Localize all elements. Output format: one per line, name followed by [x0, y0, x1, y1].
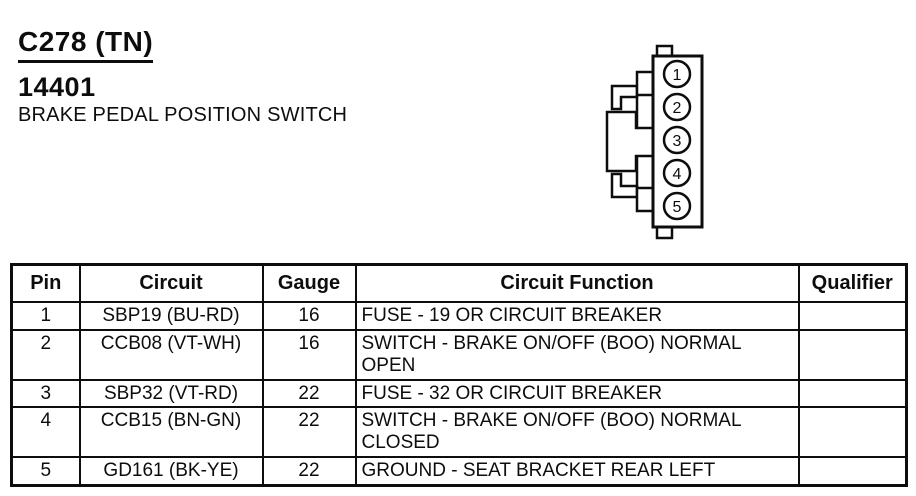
circuit-cell: GD161 (BK-YE): [78, 456, 264, 487]
gauge-cell: 16: [261, 328, 357, 381]
column-header-function: Circuit Function: [354, 263, 800, 303]
pin-circle-3: [662, 125, 692, 155]
latch-lower-hook: [610, 172, 639, 199]
function-cell: FUSE - 19 OR CIRCUIT BREAKER: [354, 301, 800, 331]
column-header-pin: Pin: [10, 263, 81, 303]
table-header-row: Pin Circuit Gauge Circuit Function Quali…: [10, 263, 908, 303]
table-row: 4 CCB15 (BN-GN) 22 SWITCH - BRAKE ON/OFF…: [10, 406, 908, 459]
gauge-cell: 16: [261, 301, 357, 331]
pin-cell: 3: [10, 378, 81, 409]
part-description: BRAKE PEDAL POSITION SWITCH: [18, 104, 348, 126]
qualifier-cell: [797, 328, 908, 381]
pin-circle-1: [662, 59, 692, 89]
function-cell: SWITCH - BRAKE ON/OFF (BOO) NORMAL OPEN: [354, 328, 800, 381]
connector-face-icon: 1 2 3 4 5: [605, 44, 704, 240]
pin-circle-4: [662, 158, 692, 188]
qualifier-cell: [797, 378, 908, 409]
column-header-gauge: Gauge: [261, 263, 357, 303]
pin-cell: 1: [10, 301, 81, 331]
pin-circle-2: [662, 92, 692, 122]
pinout-table: Pin Circuit Gauge Circuit Function Quali…: [10, 263, 908, 487]
circuit-cell: SBP19 (BU-RD): [78, 301, 264, 331]
pin-number-5: 5: [673, 199, 682, 216]
circuit-cell: SBP32 (VT-RD): [78, 378, 264, 409]
pin-number-3: 3: [673, 133, 682, 150]
connector-diagram: 1 2 3 4 5: [588, 38, 714, 248]
pin-cell: 2: [10, 328, 81, 381]
pin-circle-5: [662, 191, 692, 221]
table-row: 1 SBP19 (BU-RD) 16 FUSE - 19 OR CIRCUIT …: [10, 301, 908, 331]
part-number: 14401: [18, 72, 96, 102]
pin-number-4: 4: [673, 166, 682, 183]
qualifier-cell: [797, 406, 908, 459]
pin-cell: 5: [10, 456, 81, 487]
pin-number-2: 2: [673, 100, 682, 117]
gauge-cell: 22: [261, 378, 357, 409]
column-header-circuit: Circuit: [78, 263, 264, 303]
connector-id-title: C278 (TN): [18, 26, 154, 63]
circuit-cell: CCB08 (VT-WH): [78, 328, 264, 381]
table-row: 3 SBP32 (VT-RD) 22 FUSE - 32 OR CIRCUIT …: [10, 378, 908, 409]
table-row: 2 CCB08 (VT-WH) 16 SWITCH - BRAKE ON/OFF…: [10, 328, 908, 381]
table-row: 5 GD161 (BK-YE) 22 GROUND - SEAT BRACKET…: [10, 456, 908, 487]
qualifier-cell: [797, 456, 908, 487]
column-header-qualifier: Qualifier: [797, 263, 908, 303]
function-cell: GROUND - SEAT BRACKET REAR LEFT: [354, 456, 800, 487]
function-cell: SWITCH - BRAKE ON/OFF (BOO) NORMAL CLOSE…: [354, 406, 800, 459]
gauge-cell: 22: [261, 406, 357, 459]
latch-upper-hook: [610, 84, 639, 111]
function-cell: FUSE - 32 OR CIRCUIT BREAKER: [354, 378, 800, 409]
circuit-cell: CCB15 (BN-GN): [78, 406, 264, 459]
gauge-cell: 22: [261, 456, 357, 487]
pin-number-1: 1: [673, 67, 682, 84]
latch-mid-block: [605, 110, 656, 173]
qualifier-cell: [797, 301, 908, 331]
pin-cell: 4: [10, 406, 81, 459]
